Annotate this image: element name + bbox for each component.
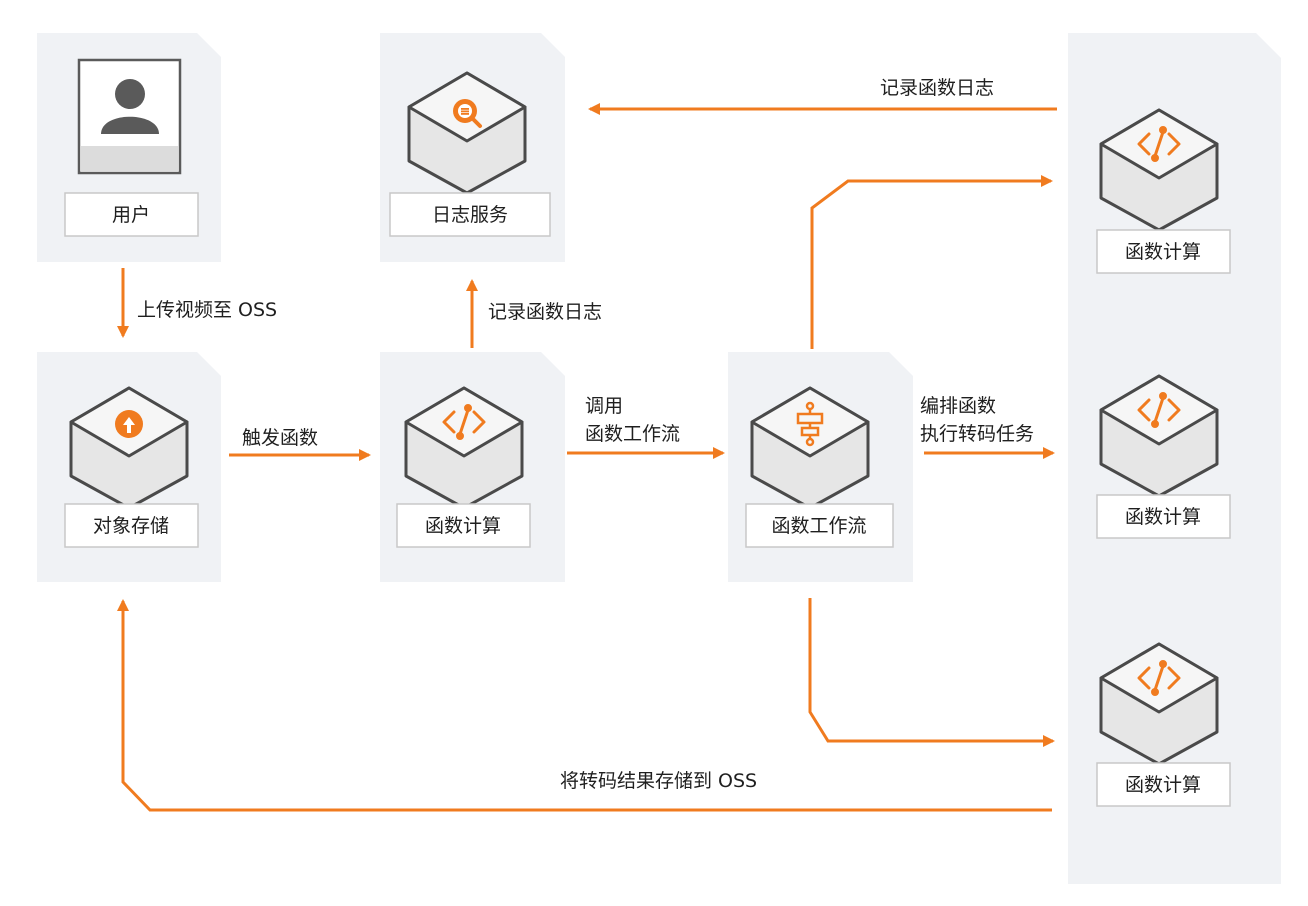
- fc-1-cube: [1099, 108, 1219, 232]
- log-service-label: 日志服务: [432, 204, 508, 226]
- log-service-label-box: 日志服务: [389, 192, 551, 237]
- fc-3-label: 函数计算: [1125, 774, 1201, 796]
- log-service-cube: [407, 71, 527, 195]
- log-up-label: 记录函数日志: [488, 301, 602, 323]
- fc-2-cube: [1099, 374, 1219, 498]
- fc-1-label-box: 函数计算: [1096, 229, 1231, 274]
- fc-3-label-box: 函数计算: [1096, 762, 1231, 807]
- invoke-label-line1: 调用: [585, 395, 623, 417]
- fc-3-cube: [1099, 642, 1219, 766]
- fc-main-label: 函数计算: [425, 515, 501, 537]
- fc-main-label-box: 函数计算: [396, 503, 531, 548]
- function-compute-icon: [1137, 660, 1181, 696]
- workflow-icon: [796, 401, 824, 447]
- oss-label-box: 对象存储: [64, 503, 199, 548]
- workflow-cube: [750, 386, 870, 510]
- trigger-label: 触发函数: [242, 427, 318, 449]
- user-label: 用户: [112, 204, 150, 226]
- fc-main-cube: [404, 386, 524, 510]
- fc-2-label: 函数计算: [1125, 506, 1201, 528]
- function-compute-icon: [1137, 392, 1181, 428]
- orchestrate-label-line2: 执行转码任务: [920, 423, 1034, 445]
- cloud-upload-icon: [115, 410, 143, 438]
- workflow-label: 函数工作流: [771, 515, 866, 537]
- upload-label: 上传视频至 OSS: [137, 299, 277, 321]
- invoke-label-line2: 函数工作流: [585, 423, 680, 445]
- workflow-label-box: 函数工作流: [745, 503, 894, 548]
- user-label-box: 用户: [64, 192, 199, 237]
- user-node: [77, 58, 182, 175]
- fc-1-label: 函数计算: [1125, 241, 1201, 263]
- log-top-label: 记录函数日志: [880, 77, 994, 99]
- workflow-to-fc3-arrow: [808, 598, 1055, 747]
- fc-2-label-box: 函数计算: [1096, 494, 1231, 539]
- function-compute-icon: [1137, 126, 1181, 162]
- user-icon: [101, 79, 159, 134]
- store-result-arrow: [117, 599, 1052, 812]
- store-result-label: 将转码结果存储到 OSS: [560, 770, 757, 792]
- oss-label: 对象存储: [93, 515, 169, 537]
- workflow-to-fc1-arrow: [810, 175, 1053, 349]
- function-compute-icon: [442, 404, 486, 440]
- log-search-icon: [453, 99, 482, 128]
- orchestrate-label-line1: 编排函数: [920, 395, 996, 417]
